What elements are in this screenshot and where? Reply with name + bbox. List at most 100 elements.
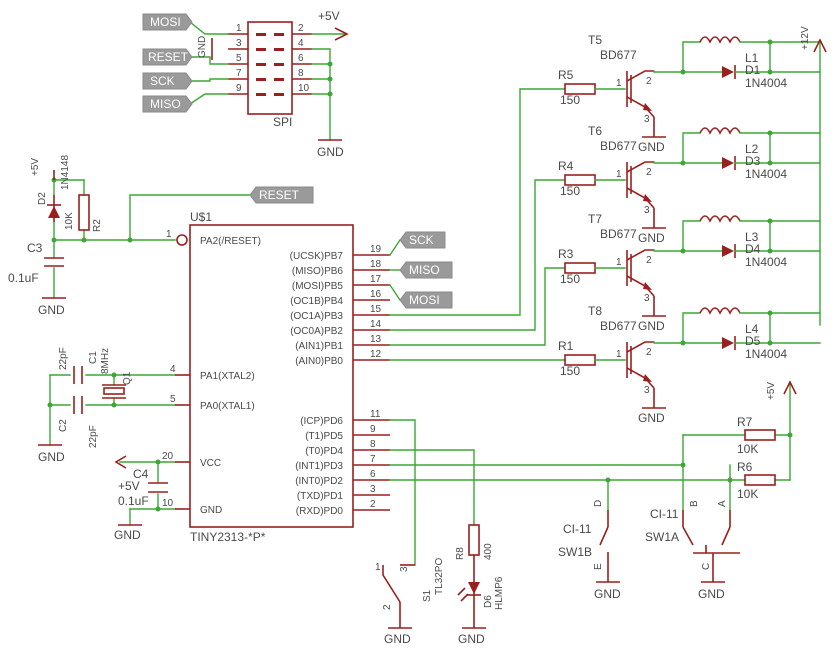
ic-pin-num-13: 13 (370, 334, 382, 345)
driver-1-gnd: GND (638, 140, 665, 154)
driver-2-pin-b: 1 (616, 169, 622, 180)
ic-pin-label-15: (OC1A)PB3 (290, 311, 343, 322)
spi-pin-5: 5 (236, 53, 242, 64)
switch-sw1b (599, 510, 609, 582)
ic-ref: U$1 (190, 210, 212, 224)
ic-gnd-label: GND (114, 528, 141, 542)
capacitor-c3 (44, 257, 64, 267)
microcontroller-ic: U$1 TINY2313-*P* 1 PA2(/RESET) 4 PA1(XTA… (162, 210, 390, 544)
ic-pin-label-6: (INT0)PD2 (295, 476, 343, 487)
driver-3-pin-b: 1 (616, 257, 622, 268)
svg-text:SCK: SCK (150, 74, 175, 88)
spi-pin-3: 3 (236, 38, 242, 49)
sw1a-pin-a: A (717, 500, 728, 507)
s1-pin-2: 2 (382, 604, 393, 610)
driver-1-diode-value: 1N4004 (745, 76, 787, 90)
driver-1-r-ref: R5 (558, 68, 574, 82)
svg-text:MISO: MISO (150, 97, 181, 111)
r8-ref: R8 (455, 547, 466, 560)
r2-value: 10K (64, 212, 75, 230)
sw1b-pin-d: D (593, 500, 604, 507)
driver-3-diode-ref: D4 (745, 242, 761, 256)
driver-1-pin-b: 1 (616, 78, 622, 89)
c3-ref: C3 (27, 241, 43, 255)
ic-pin-num-17: 17 (370, 274, 382, 285)
driver-2-pin-e: 3 (644, 205, 650, 216)
driver-4-gnd: GND (638, 411, 665, 425)
ic-pin-num-20: 20 (162, 451, 174, 462)
led-gnd-label: GND (458, 632, 485, 646)
driver-1-coil-ref: L1 (745, 51, 759, 65)
r2-ref: R2 (92, 219, 103, 232)
ic-pin-num-4: 4 (170, 364, 176, 375)
driver-4-coil-ref: L4 (745, 322, 759, 336)
driver-1-t-value: BD677 (600, 48, 637, 62)
ic-pin-num-5: 5 (170, 394, 176, 405)
driver-3-coil-ref: L3 (745, 230, 759, 244)
ic-pin-num-9: 9 (370, 424, 376, 435)
ic-pin-num-7: 7 (370, 454, 376, 465)
driver-3-r-value: 150 (560, 272, 580, 286)
net-label-mosi-ic: MOSI (399, 291, 453, 309)
driver-4-diode-ref: D5 (745, 334, 761, 348)
ic-pin-num-10: 10 (162, 498, 174, 509)
driver-2-diode-ref: D3 (745, 154, 761, 168)
spi-gnd-label: GND (317, 145, 344, 159)
q1-ref: Q1 (122, 371, 133, 385)
switch-sw1a (682, 510, 740, 582)
driver-3-t-ref: T7 (588, 212, 602, 226)
sw1a-pin-b: B (689, 500, 700, 507)
driver-4-t-ref: T8 (588, 304, 602, 318)
ic-pin-label-9: (T1)PD5 (305, 431, 343, 442)
sw1a-ref: SW1A (645, 530, 679, 544)
ic-pin-label-8: (T0)PD4 (305, 446, 343, 457)
ic-part: TINY2313-*P* (190, 530, 266, 544)
ic-pin-num-2: 2 (370, 499, 376, 510)
ic-pin-num-19: 19 (370, 244, 382, 255)
resistor-r8 (468, 524, 480, 556)
c4-ref: C4 (133, 467, 149, 481)
crystal-gnd-label: GND (38, 450, 65, 464)
spi-pin-7: 7 (236, 68, 242, 79)
driver-1-pin-c: 2 (646, 76, 652, 87)
d2-value: 1N4148 (60, 155, 71, 190)
capacitor-c4 (148, 482, 168, 493)
ic-pin-num-14: 14 (370, 319, 382, 330)
sw1b-gnd-label: GND (594, 587, 621, 601)
d6-value: HLMP6 (494, 576, 505, 610)
diode-d2 (47, 195, 61, 222)
ic-pin-label-16: (OC1B)PB4 (290, 296, 343, 307)
driver-3-pin-e: 3 (644, 293, 650, 304)
spi-connector-name: SPI (273, 115, 292, 129)
driver-2-coil-ref: L2 (745, 142, 759, 156)
driver-1-r-value: 150 (560, 93, 580, 107)
driver-2-t-ref: T6 (588, 124, 602, 138)
driver-2-gnd: GND (638, 231, 665, 245)
r7-value: 10K (737, 442, 758, 456)
ic-pin-label-11: (ICP)PD6 (300, 416, 343, 427)
c3-value: 0.1uF (8, 271, 39, 285)
spi-pin-2: 2 (298, 23, 304, 34)
ic-pin-num-8: 8 (370, 439, 376, 450)
driver-3-diode-value: 1N4004 (745, 255, 787, 269)
spi-pin-4: 4 (298, 38, 304, 49)
r7-ref: R7 (737, 415, 753, 429)
net-label-sck-ic: SCK (399, 231, 446, 249)
driver-1-pin-e: 3 (644, 114, 650, 125)
spi-5v-label: +5V (318, 9, 340, 23)
driver-2-pin-c: 2 (646, 167, 652, 178)
crystal-q1 (102, 384, 126, 399)
ic-pin-label-19: (UCSK)PB7 (290, 251, 344, 262)
s1-pin-1: 1 (375, 562, 381, 573)
spi-connector: 1 2 3 4 5 6 7 8 9 10 SPI (228, 21, 312, 129)
d6-ref: D6 (483, 595, 494, 608)
svg-text:MOSI: MOSI (150, 15, 181, 29)
ic-pin-label-gnd: GND (200, 505, 222, 516)
svg-text:RESET: RESET (259, 188, 300, 202)
r8-value: 400 (483, 543, 494, 560)
driver-4-pin-c: 2 (646, 347, 652, 358)
sw1a-pin-c: C (701, 563, 712, 570)
